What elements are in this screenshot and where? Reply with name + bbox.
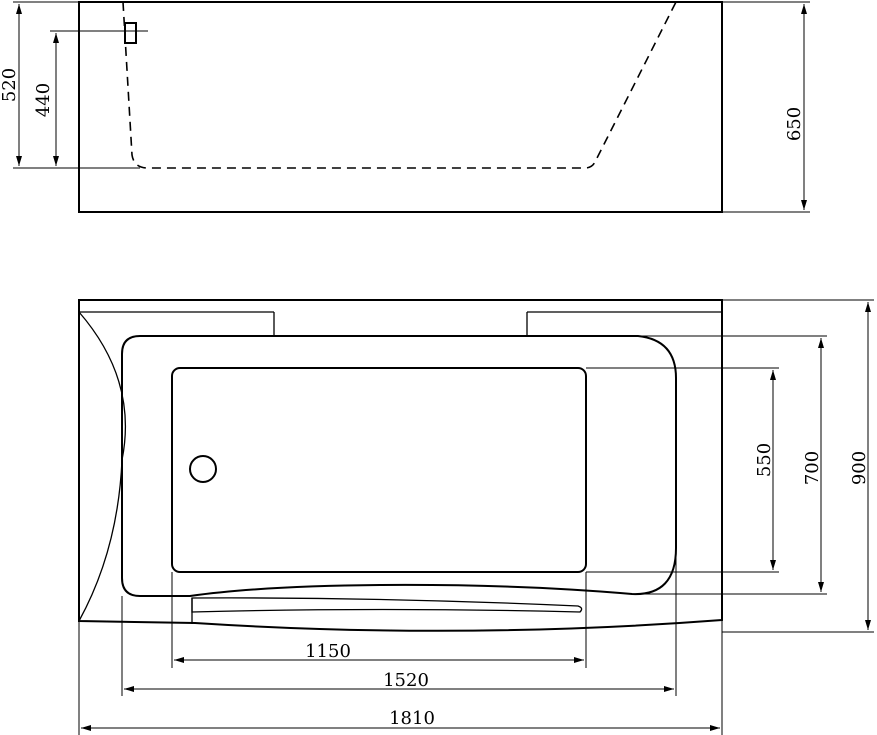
dim-bottom-length: 1150 — [171, 572, 587, 668]
dim-total-width-label: 900 — [849, 451, 870, 485]
overflow-fitting-icon — [120, 22, 148, 44]
basin-floor-outline — [171, 367, 587, 573]
dim-overflow-height-label: 520 — [0, 68, 20, 102]
dim-total-length: 1810 — [78, 620, 723, 735]
dim-total-width: 900 — [722, 299, 874, 633]
top-view: 1150 1520 1810 550 700 — [78, 299, 874, 735]
dim-bottom-width-label: 550 — [754, 443, 775, 477]
headrest-curve — [78, 311, 127, 622]
dim-inner-width: 700 — [638, 335, 827, 595]
dim-inner-width-label: 700 — [802, 451, 823, 485]
dim-total-height-label: 650 — [784, 107, 805, 141]
dim-inner-length: 1520 — [121, 380, 677, 696]
dim-total-height: 650 — [722, 1, 810, 213]
dim-water-level-label: 440 — [33, 83, 54, 117]
dim-total-length-label: 1810 — [389, 708, 435, 729]
dim-bottom-length-label: 1150 — [305, 641, 351, 662]
side-view: 520 440 650 — [0, 1, 810, 213]
dim-inner-length-label: 1520 — [383, 670, 429, 691]
dim-bottom-width: 550 — [586, 367, 779, 573]
dim-water-level: 440 — [33, 30, 125, 166]
grab-rail — [191, 597, 583, 613]
drain-icon — [189, 455, 217, 483]
dim-overflow-height: 520 — [0, 1, 140, 169]
side-view-hidden-basin-line — [122, 1, 677, 169]
top-view-outline — [78, 299, 723, 632]
side-view-outline — [78, 1, 723, 213]
inner-basin-outline — [121, 335, 677, 597]
